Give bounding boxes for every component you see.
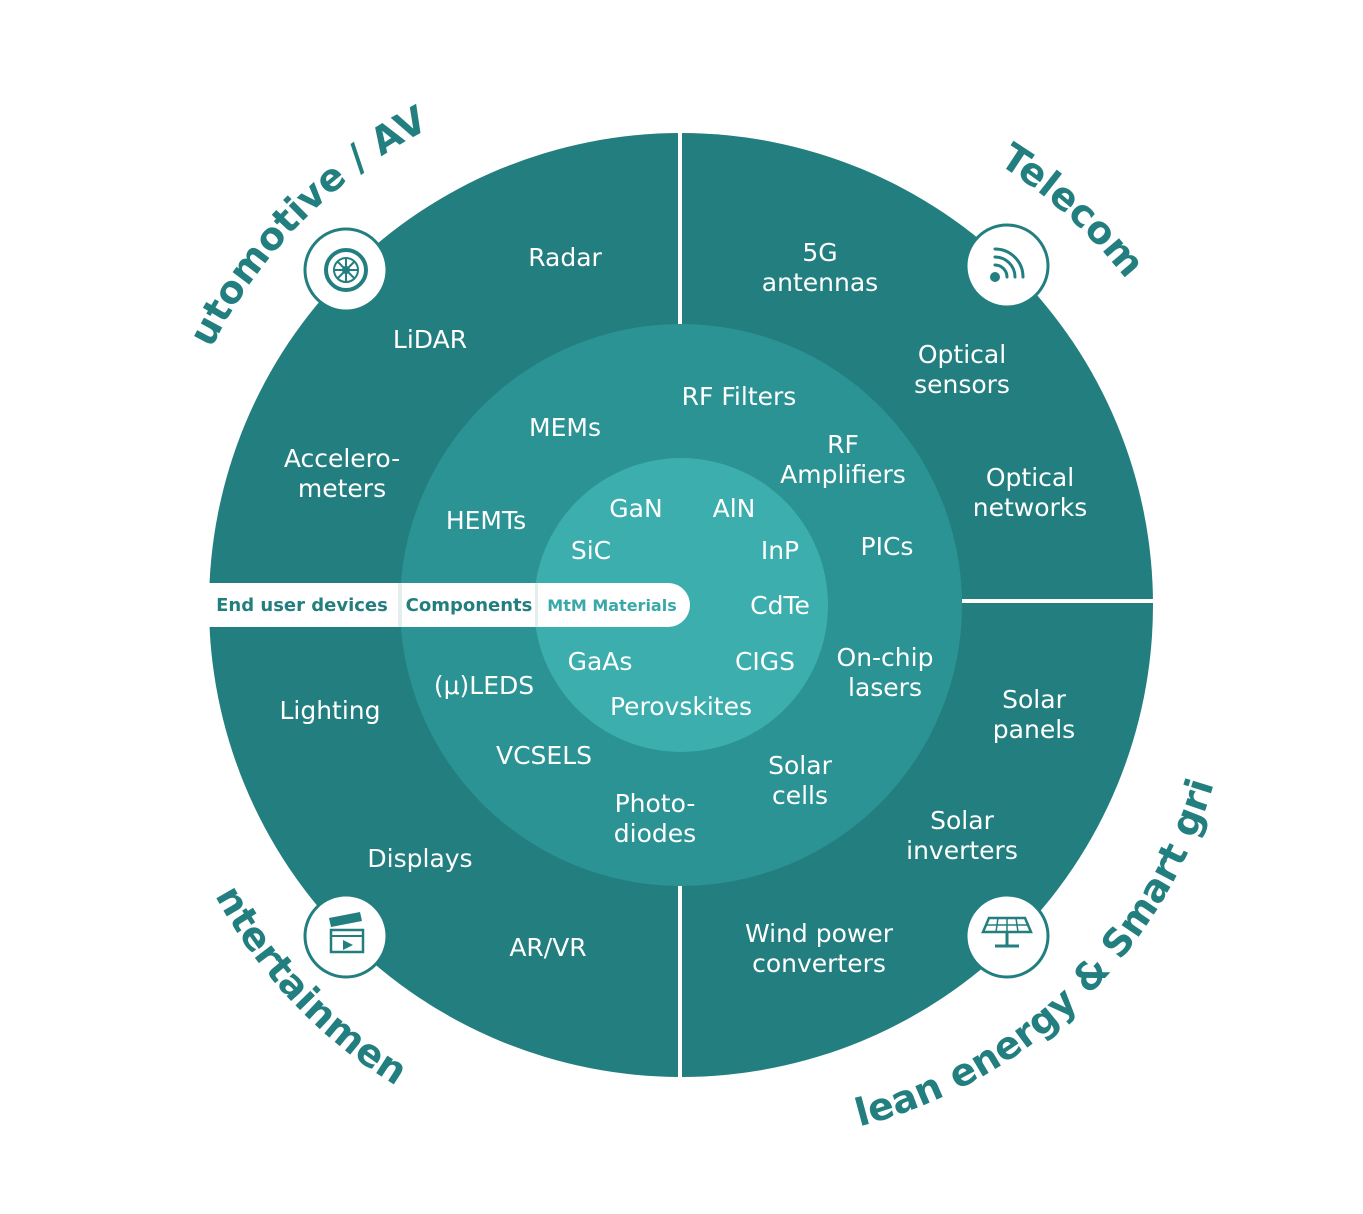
label-line: On-chip [837,643,934,672]
label-rf-filters: RF Filters [682,382,797,411]
label-line: panels [993,715,1075,744]
label-line: InP [761,536,799,565]
solar-panel-icon [964,893,1050,979]
tier-band-rect [205,583,545,627]
label-line: meters [298,474,386,503]
label-line: Accelero- [284,444,400,473]
label-line: LiDAR [393,325,467,354]
label-photodiodes: Photo-diodes [614,789,696,848]
tier-components: Components [406,595,533,616]
wheel-icon [303,227,389,313]
label-line: RF Filters [682,382,797,411]
label-sic: SiC [571,536,611,565]
label-line: AR/VR [509,933,586,962]
label-cigs: CIGS [735,647,795,676]
label-line: PICs [861,532,914,561]
label-line: Optical [986,463,1074,492]
label-line: GaAs [568,647,633,676]
label-line: 5G [802,238,837,267]
label-line: cells [772,781,828,810]
label-gaas: GaAs [568,647,633,676]
label-line: Solar [768,751,832,780]
label-line: CIGS [735,647,795,676]
label-aln: AlN [713,494,756,523]
label-line: antennas [762,268,878,297]
label-line: Lighting [279,696,380,725]
label-gan: GaN [609,494,662,523]
label-line: sensors [914,370,1010,399]
label-line: Wind power [745,919,894,948]
tier-end-user: End user devices [216,595,388,616]
label-vcsels: VCSELS [496,741,592,770]
label-hemts: HEMTs [446,506,526,535]
tier-band-sep-2 [535,583,538,627]
label-line: CdTe [750,591,810,620]
label-line: SiC [571,536,611,565]
label-leds: (μ)LEDS [434,671,534,700]
label-lidar: LiDAR [393,325,467,354]
label-pics: PICs [861,532,914,561]
label-line: VCSELS [496,741,592,770]
label-line: Optical [918,340,1006,369]
label-line: RF [827,430,859,459]
label-line: MEMs [529,413,601,442]
label-displays: Displays [367,844,472,873]
label-line: HEMTs [446,506,526,535]
label-line: Solar [930,806,994,835]
label-ar-vr: AR/VR [509,933,586,962]
label-line: AlN [713,494,756,523]
label-line: Radar [528,243,602,272]
tier-materials: MtM Materials [547,596,676,615]
tier-band-cap [535,583,690,627]
label-line: converters [752,949,886,978]
label-inp: InP [761,536,799,565]
label-cdte: CdTe [750,591,810,620]
label-radar: Radar [528,243,602,272]
label-perovskites: Perovskites [610,692,752,721]
label-line: Photo- [615,789,696,818]
tier-band-sep-1 [398,583,402,627]
label-line: GaN [609,494,662,523]
tier-band: End user devices Components MtM Material… [205,583,690,627]
label-mems: MEMs [529,413,601,442]
label-line: Solar [1002,685,1066,714]
label-line: Displays [367,844,472,873]
label-line: Amplifiers [780,460,906,489]
label-line: inverters [906,836,1018,865]
label-line: diodes [614,819,696,848]
label-line: Perovskites [610,692,752,721]
label-lighting: Lighting [279,696,380,725]
label-line: (μ)LEDS [434,671,534,700]
label-line: networks [973,493,1088,522]
label-line: lasers [848,673,922,702]
wifi-signal-icon [964,223,1050,309]
clapperboard-icon [303,893,389,979]
label-accelerometers: Accelero-meters [284,444,400,503]
